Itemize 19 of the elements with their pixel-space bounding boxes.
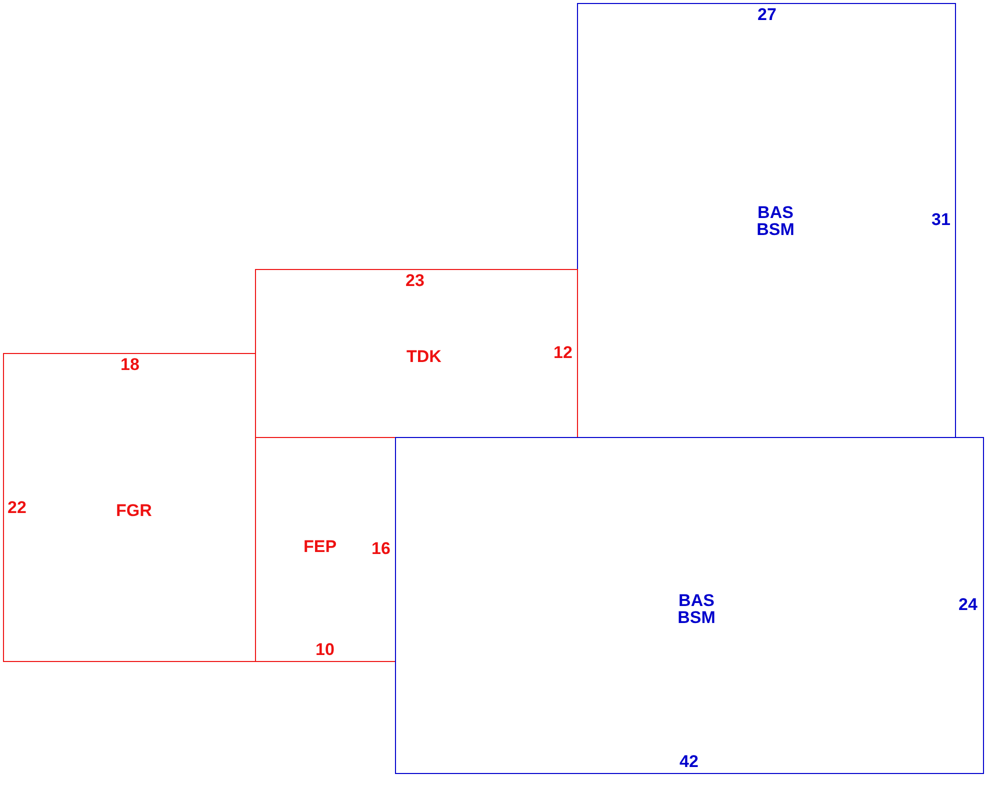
room-label: BAS BSM [676,592,716,626]
room-outline [3,353,256,662]
dimension-label: 12 [552,344,574,361]
dimension-label: 22 [6,499,28,516]
dimension-label: 16 [370,540,392,557]
dimension-label: 18 [120,356,140,373]
dimension-label: 31 [930,211,952,228]
room-label: TDK [406,348,442,365]
dimension-label: 27 [756,6,778,23]
room-outline [577,3,956,438]
room-outline [255,269,578,438]
dimension-label: 24 [958,596,978,613]
room-outline [395,437,984,774]
dimension-label: 10 [314,641,336,658]
room-label: FEP [302,538,338,555]
dimension-label: 42 [678,753,700,770]
room-label: BAS BSM [756,204,796,238]
room-label: FGR [115,502,153,519]
dimension-label: 23 [404,272,426,289]
